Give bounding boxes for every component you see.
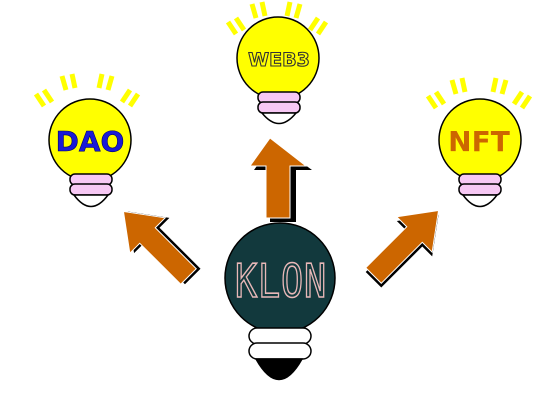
bulb-web3: WEB3 — [225, 1, 329, 125]
bulb-nft-ring — [458, 183, 502, 196]
arrow-to-web3 — [249, 137, 312, 222]
arrow-to-dao — [122, 210, 201, 285]
bulb-web3-ring — [257, 101, 301, 114]
bulb-klon-ring — [248, 342, 312, 360]
bulb-klon: KLON — [224, 222, 336, 380]
bulb-dao-rays — [33, 73, 141, 108]
bulb-web3-cap — [260, 112, 298, 125]
bulb-web3-label: WEB3 — [248, 49, 310, 71]
arrow-to-nft — [365, 209, 440, 288]
bulb-klon-cap — [254, 358, 304, 380]
bulb-dao-cap — [72, 194, 110, 208]
bulb-dao-label: DAO — [56, 125, 125, 158]
bulb-nft: NFT — [425, 77, 533, 208]
bulb-web3-rays — [225, 1, 329, 36]
bulb-dao: DAO — [33, 73, 141, 208]
bulb-klon-label: KLON — [235, 254, 327, 308]
bulb-nft-cap — [461, 194, 499, 208]
bulb-klon-ring — [248, 327, 312, 345]
bulb-dao-ring — [69, 183, 113, 196]
bulb-nft-rays — [425, 77, 533, 110]
bulb-nft-label: NFT — [448, 125, 510, 158]
